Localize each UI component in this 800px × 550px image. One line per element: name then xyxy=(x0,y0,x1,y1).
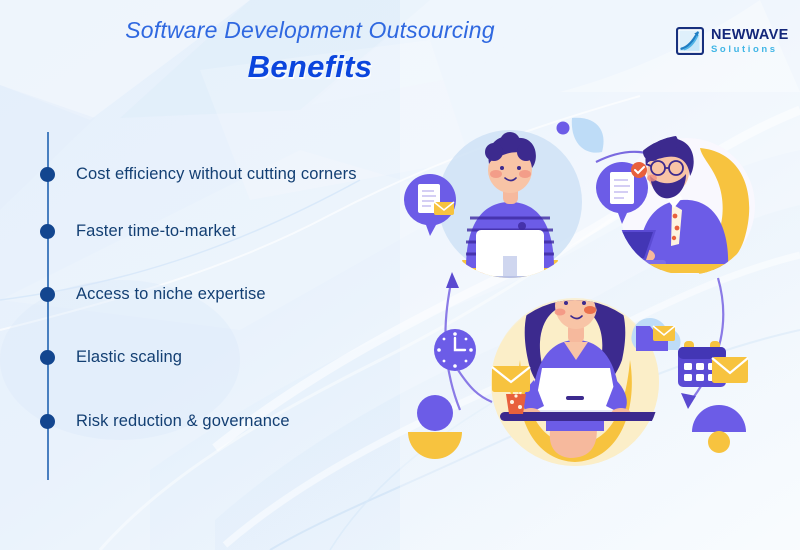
bullet-dot-icon xyxy=(40,349,55,365)
list-item-label: Faster time-to-market xyxy=(76,221,236,240)
developer-at-desktop xyxy=(440,132,574,278)
bullet-dot-icon xyxy=(40,413,55,429)
list-item-label: Risk reduction & governance xyxy=(76,411,290,430)
list-item-label: Cost efficiency without cutting corners xyxy=(76,164,357,183)
bullet-dot-icon xyxy=(40,223,55,239)
benefits-list: Cost efficiency without cutting corners … xyxy=(40,120,420,480)
timeline-rail xyxy=(47,132,49,480)
list-item[interactable]: Elastic scaling xyxy=(40,346,182,368)
bullet-dot-icon xyxy=(40,286,55,302)
wave-square-logo-icon xyxy=(676,27,704,55)
list-item[interactable]: Access to niche expertise xyxy=(40,283,266,305)
manager-at-laptop xyxy=(617,135,755,275)
title-block: Software Development Outsourcing Benefit… xyxy=(0,17,620,85)
list-item[interactable]: Faster time-to-market xyxy=(40,220,236,242)
calendar-icon xyxy=(678,341,749,387)
list-item-label: Access to niche expertise xyxy=(76,284,266,303)
logo-tagline: Solutions xyxy=(711,44,778,55)
outsourcing-cycle-illustration xyxy=(404,117,755,466)
envelope-icon xyxy=(491,366,531,392)
page-subtitle: Software Development Outsourcing xyxy=(125,17,495,43)
clock-icon xyxy=(434,329,493,404)
avatar-dome-shape xyxy=(692,405,746,453)
page-title: Benefits xyxy=(247,49,373,85)
bullet-dot-icon xyxy=(40,166,55,182)
brand-logo[interactable]: NEWWAVE Solutions xyxy=(676,27,789,55)
logo-name: NEWWAVE xyxy=(711,26,789,43)
document-bubble-icon xyxy=(404,174,456,236)
designer-at-laptop xyxy=(491,300,660,466)
logo-text: NEWWAVE Solutions xyxy=(711,26,789,55)
avatar-circle-shape xyxy=(408,395,462,459)
document-check-bubble-icon xyxy=(596,162,648,224)
cloud-folder-icon xyxy=(631,318,681,351)
list-item-label: Elastic scaling xyxy=(76,347,183,366)
list-item[interactable]: Cost efficiency without cutting corners xyxy=(40,163,357,185)
list-item[interactable]: Risk reduction & governance xyxy=(40,410,290,432)
header: Software Development Outsourcing Benefit… xyxy=(0,0,800,100)
